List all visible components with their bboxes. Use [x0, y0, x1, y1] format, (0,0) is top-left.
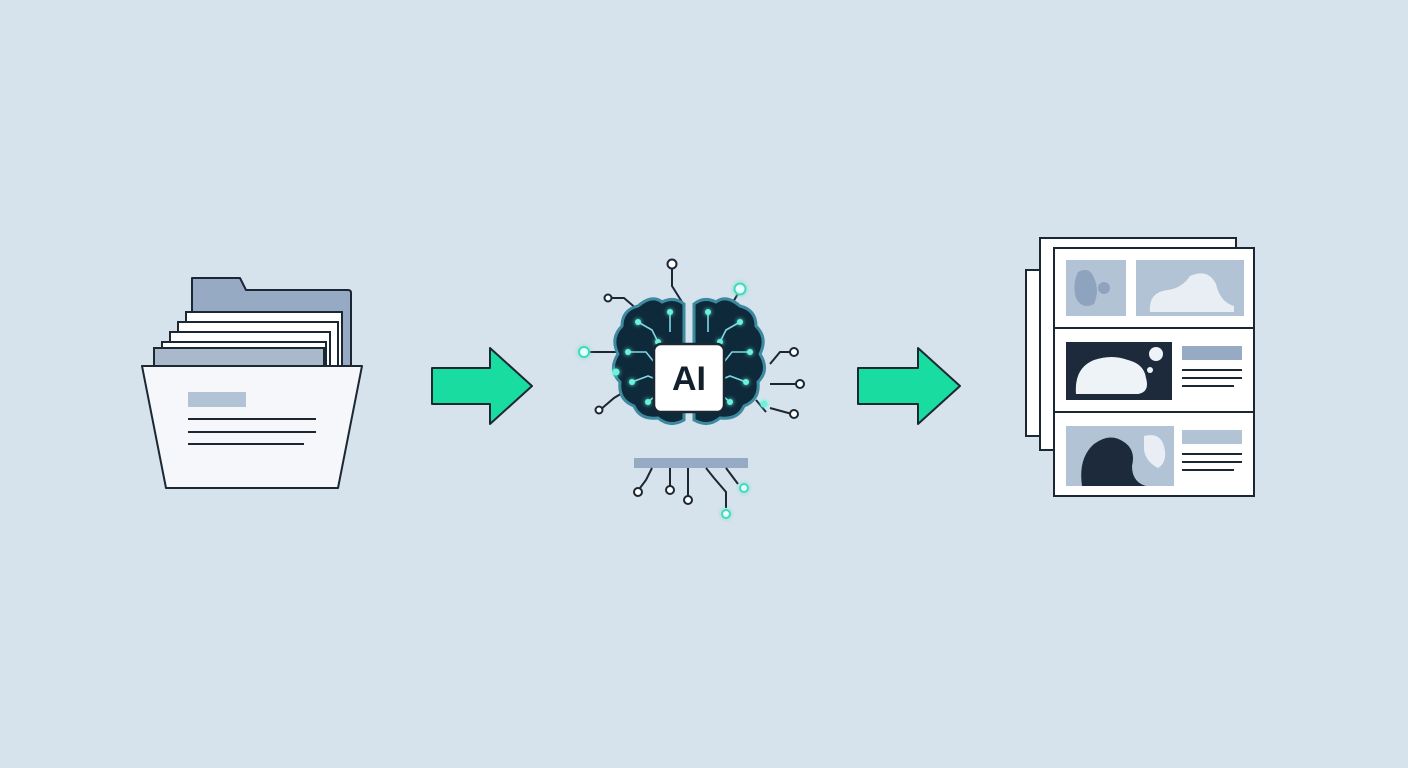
- ai-chip: [652, 342, 726, 414]
- chip-base: [634, 458, 748, 468]
- folder-front: [141, 365, 363, 489]
- arrow-right-icon: [431, 347, 533, 425]
- ai-brain-icon: AI: [578, 258, 805, 519]
- circuit-terminals: [578, 258, 805, 419]
- document-folder-icon: [141, 277, 363, 489]
- folder-label-block: [188, 392, 246, 407]
- chip-pins: [639, 467, 739, 508]
- chip-pin-terminals: [633, 483, 749, 519]
- report-text-block: [1182, 346, 1242, 360]
- arrow-right-icon: [857, 347, 961, 425]
- report-text-block: [1182, 430, 1242, 444]
- ai-label: AI: [672, 360, 706, 398]
- brain-circuit-nodes: [612, 309, 768, 408]
- report-pages-icon: [1025, 237, 1255, 497]
